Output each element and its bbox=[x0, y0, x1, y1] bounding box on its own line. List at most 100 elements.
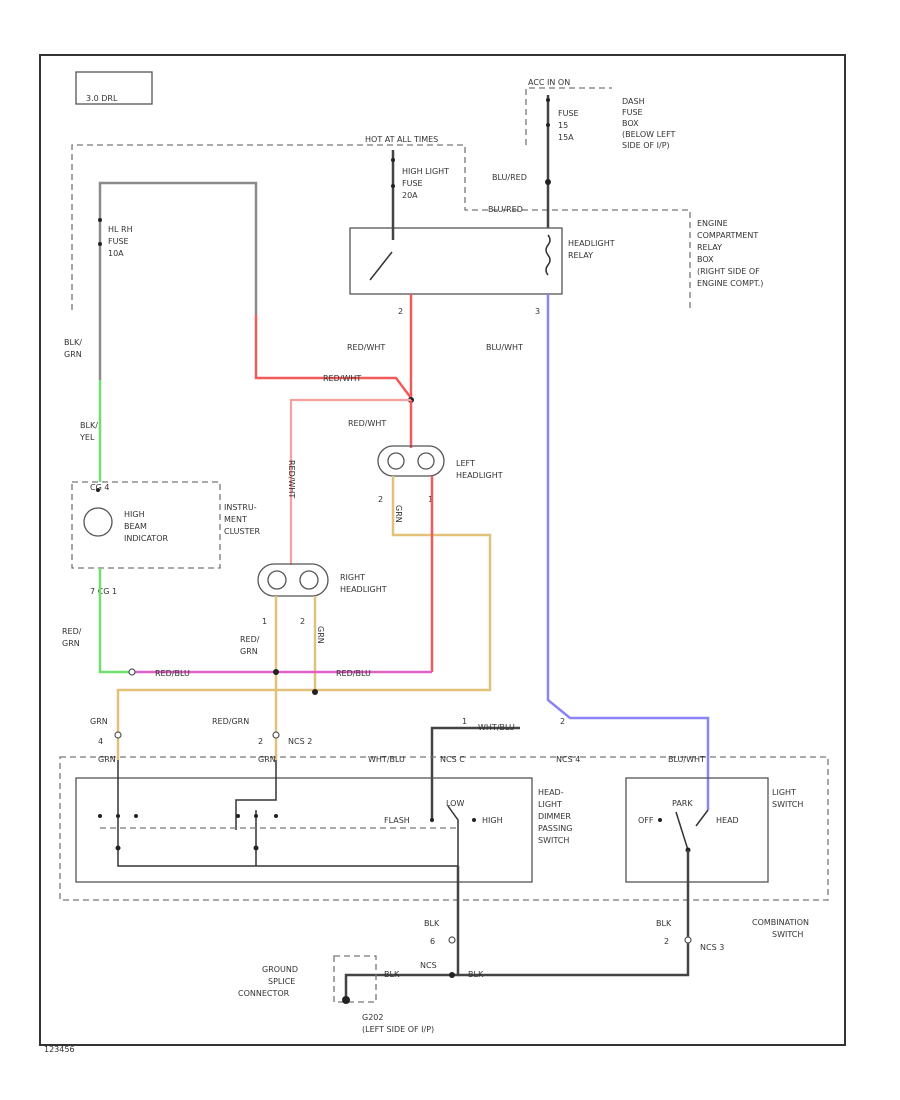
right-headlight-label: RIGHT HEADLIGHT bbox=[340, 573, 387, 594]
dimmer-contact-5 bbox=[254, 814, 258, 818]
grn-splice bbox=[312, 689, 318, 695]
fuse-15-splice bbox=[545, 179, 551, 185]
ncs-gr-label: NCS bbox=[420, 961, 437, 970]
redblu-splice bbox=[273, 669, 279, 675]
redblu-label-1: RED/BLU bbox=[155, 669, 190, 678]
dash-fuse-line-2: FUSE bbox=[622, 108, 643, 117]
dimmer-contact-6 bbox=[274, 814, 278, 818]
light-switch-line-2: SWITCH bbox=[772, 800, 803, 809]
blk-label-1: BLK 6 bbox=[424, 919, 440, 946]
left-hl-pin-1: 1 bbox=[428, 495, 433, 504]
dash-fuse-line-4: (BELOW LEFT bbox=[622, 130, 676, 139]
dimmer-switch-box bbox=[75, 777, 533, 883]
indicator-line-3: INDICATOR bbox=[124, 534, 168, 543]
dimmer-line-3: DIMMER bbox=[538, 812, 571, 821]
left-hl-line-1: LEFT bbox=[456, 459, 475, 468]
red-grn-label-1: RED/ GRN bbox=[62, 627, 82, 648]
high-label: HIGH bbox=[482, 816, 503, 825]
cg-connector-1 bbox=[114, 731, 122, 739]
whtblu-sw-label: WHT/BLU bbox=[368, 755, 405, 764]
grn-vertical-2: GRN bbox=[316, 626, 325, 644]
low-label: LOW bbox=[446, 799, 464, 808]
right-headlight-lamp-2 bbox=[299, 570, 319, 590]
cluster-connector bbox=[128, 668, 136, 676]
fuse-15-top-dot bbox=[546, 98, 550, 102]
light-switch-off-contact bbox=[658, 818, 662, 822]
model-label: 3.0 DRL bbox=[86, 94, 118, 103]
dimmer-line-2: LIGHT bbox=[538, 800, 562, 809]
acc-on-label: ACC IN ON bbox=[528, 78, 570, 87]
combination-switch-label: COMBINATION SWITCH bbox=[752, 918, 809, 939]
hl-rh-line-3: 10A bbox=[108, 249, 124, 258]
ncs-4-label: NCS 4 bbox=[556, 755, 580, 764]
cg1-label: 7 CG 1 bbox=[90, 587, 117, 596]
head-label: HEAD bbox=[716, 816, 739, 825]
redwht-vertical-label: RED/WHT bbox=[287, 460, 296, 498]
ncs-c-label: NCS C bbox=[440, 755, 465, 764]
hot-at-all-times-box bbox=[71, 144, 691, 310]
hi-fuse-line-3: 20A bbox=[402, 191, 418, 200]
hl-rh-dot-bottom bbox=[98, 242, 102, 246]
blk-connector-2 bbox=[684, 936, 692, 944]
light-switch-head-arm bbox=[695, 809, 709, 827]
blk-connector-1 bbox=[448, 936, 456, 944]
left-headlight-label: LEFT HEADLIGHT bbox=[456, 459, 503, 480]
ground-splice-box bbox=[333, 955, 377, 1003]
left-headlight-lamp-1 bbox=[387, 452, 405, 470]
left-headlight-lamp-2 bbox=[417, 452, 435, 470]
grn-left-line-1: GRN bbox=[90, 717, 108, 726]
relay-label-line-1: HEADLIGHT bbox=[568, 239, 615, 248]
left-hl-grn-wire bbox=[116, 476, 492, 760]
hl-rh-gray-wire bbox=[98, 181, 258, 380]
dash-fuse-line-5: SIDE OF I/P) bbox=[622, 141, 670, 150]
dash-fuse-box bbox=[525, 87, 612, 145]
dimmer-internal-left bbox=[117, 760, 458, 867]
indicator-label: HIGH BEAM INDICATOR bbox=[124, 510, 168, 543]
right-hl-feed bbox=[289, 398, 411, 565]
grn-vertical-1: GRN bbox=[394, 505, 403, 523]
blk-grn-line-2: GRN bbox=[64, 350, 82, 359]
cg-connector-2 bbox=[272, 731, 280, 739]
redblu-label-2: RED/BLU bbox=[336, 669, 371, 678]
light-switch-line-1: LIGHT bbox=[772, 788, 796, 797]
g202-line-2: (LEFT SIDE OF I/P) bbox=[362, 1025, 434, 1034]
right-headlight-lamp-1 bbox=[267, 570, 287, 590]
light-switch-label: LIGHT SWITCH bbox=[772, 788, 803, 809]
left-hl-line-2: HEADLIGHT bbox=[456, 471, 503, 480]
blk-1-line-2: 6 bbox=[430, 937, 435, 946]
indicator-dot-top bbox=[96, 488, 100, 492]
pin-2b-label: 2 bbox=[258, 737, 263, 746]
right-hl-line-2: HEADLIGHT bbox=[340, 585, 387, 594]
cg4-label: CG 4 bbox=[90, 483, 109, 492]
hi-fuse-dot-bottom bbox=[391, 184, 395, 188]
g202-line-1: G202 bbox=[362, 1013, 383, 1022]
dimmer-contact-4 bbox=[236, 814, 240, 818]
headlight-relay-box bbox=[349, 227, 563, 295]
red-grn-label-2: RED/ GRN bbox=[240, 635, 260, 656]
bluwht-wire bbox=[546, 294, 710, 810]
blk-label-2: BLK 2 bbox=[656, 919, 672, 946]
high-beam-indicator bbox=[83, 507, 113, 537]
dimmer-line-5: SWITCH bbox=[538, 836, 569, 845]
indicator-line-2: BEAM bbox=[124, 522, 147, 531]
fuse-15-bottom-dot bbox=[546, 123, 550, 127]
model-box bbox=[75, 71, 153, 105]
indicator-line-1: HIGH bbox=[124, 510, 145, 519]
combination-line-2: SWITCH bbox=[772, 930, 803, 939]
blk-grn-label: BLK/ GRN bbox=[64, 338, 82, 359]
relay-pin-2: 2 bbox=[398, 307, 403, 316]
figure-id: 123456 bbox=[44, 1045, 75, 1054]
relay-coil bbox=[545, 234, 551, 276]
dimmer-label: HEAD- LIGHT DIMMER PASSING SWITCH bbox=[538, 788, 572, 845]
redgrn-bottom-label: RED/GRN bbox=[212, 717, 249, 726]
blk-yel-label: BLK/ YEL bbox=[79, 421, 98, 442]
dimmer-switch-blade bbox=[447, 805, 459, 866]
grn-left-line-2: 4 bbox=[98, 737, 103, 746]
eng-box-line-2: COMPARTMENT bbox=[697, 231, 758, 240]
blk-grn-line-1: BLK/ bbox=[64, 338, 82, 347]
eng-box-line-3: RELAY bbox=[697, 243, 722, 252]
ground-splice-label: GROUND SPLICE CONNECTOR bbox=[238, 965, 298, 998]
right-headlight bbox=[257, 563, 329, 597]
grn-left-label: GRN 4 bbox=[90, 717, 108, 746]
